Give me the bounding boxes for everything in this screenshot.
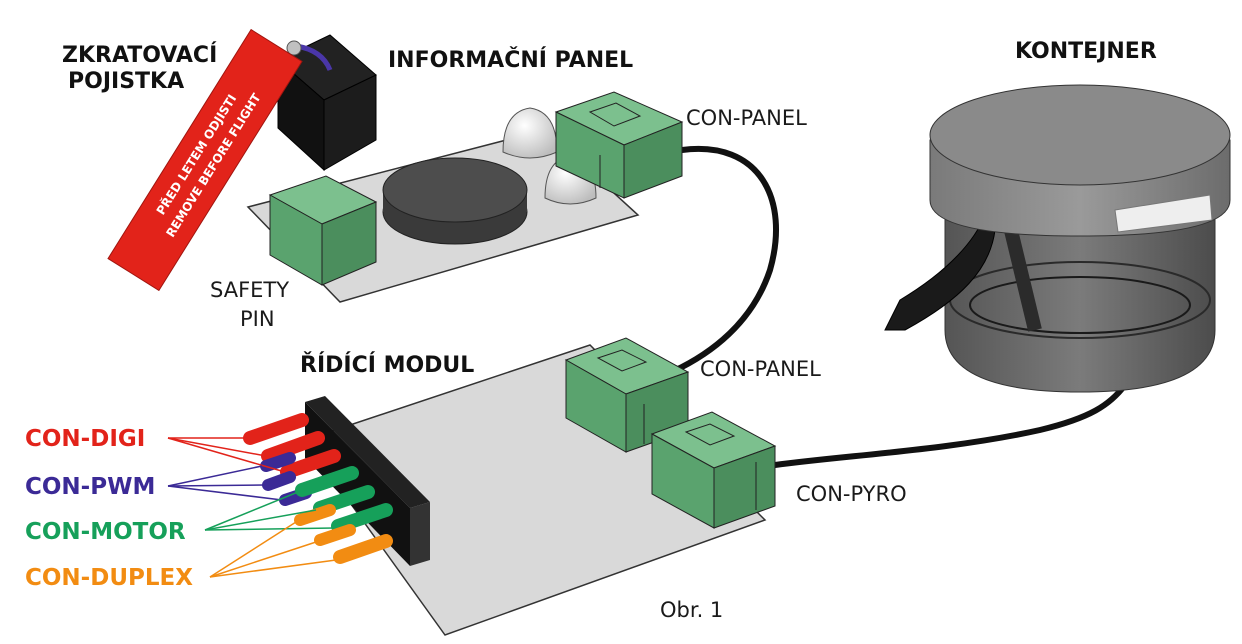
leaders-motor [204,491,335,531]
leaders-digi [167,437,286,473]
leaders-duplex [209,521,337,578]
pin-pwm-2 [262,471,296,491]
leader-lines [167,437,337,578]
buzzer-disc-top [382,157,528,223]
container-label-strip [1114,194,1213,233]
pin-duplex-1 [294,504,336,526]
cable-pyro-link [774,383,1128,468]
con-pyro-label: CON-PYRO [796,482,907,506]
con-duplex-label: CON-DUPLEX [25,565,193,591]
information-panel [246,91,684,303]
container [884,84,1231,393]
con-panel-top-label: CON-PANEL [686,106,807,130]
safety-pin-label-line1: SAFETY [210,278,289,302]
pin-motor-3 [331,503,393,533]
info-panel-connector [554,91,684,199]
fuse-title-line2: POJISTKA [68,69,184,94]
pin-digi-1 [243,413,309,445]
container-title: KONTEJNER [1015,39,1157,64]
fuse-title-line1: ZKRATOVACÍ [62,42,217,68]
pin-duplex-2 [314,524,356,546]
module-pyro-connector [650,411,777,529]
safety-pin-connector [268,175,378,286]
tag-grommet [286,40,302,56]
safety-pin-label-line2: PIN [240,307,275,331]
fuse-block-side [323,74,377,171]
info-panel-title: INFORMAČNÍ PANEL [388,47,633,73]
pin-duplex-3 [333,534,393,564]
con-pwm-label: CON-PWM [25,474,155,500]
leaders-pwm [167,465,283,501]
pin-motor-1 [295,466,359,497]
control-module [243,337,777,636]
pin-digi-3 [280,449,341,479]
pin-digi-2 [261,431,325,463]
con-digi-label: CON-DIGI [25,426,145,452]
container-inner-strap [1001,216,1042,332]
figure-caption: Obr. 1 [660,598,723,622]
control-module-title: ŘÍDÍCÍ MODUL [300,352,474,378]
led-dome-1 [502,107,558,159]
cable-panel-link [663,145,780,378]
con-panel-bottom-label: CON-PANEL [700,357,821,381]
pin-pwm-1 [260,452,296,472]
con-motor-label: CON-MOTOR [25,519,186,545]
container-lid-top [929,84,1231,186]
container-strap-out [884,213,996,331]
container-wire-coil-2 [969,276,1191,334]
pin-header [305,396,430,566]
